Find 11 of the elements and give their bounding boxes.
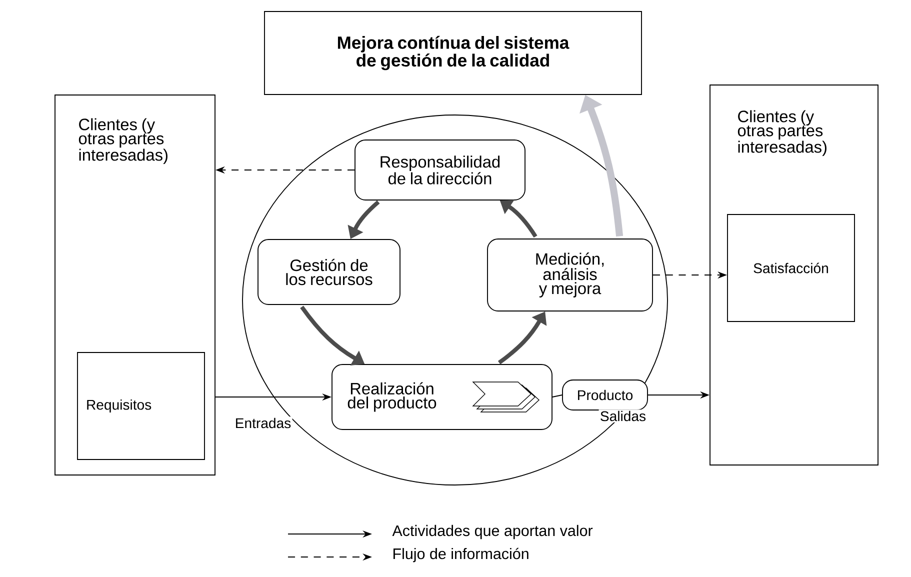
process-box: Gestión de los recursos (258, 239, 400, 305)
legend-text: Flujo de información (394, 548, 528, 562)
connector-line (552, 394, 562, 398)
legend-text: Actividades que aportan valor (392, 524, 593, 540)
edge-label: Entradas (234, 416, 292, 430)
title-box: Mejora contínua del sistema de gestión de la calidad (264, 11, 642, 95)
process-box: Responsabilidad de la dirección (354, 140, 526, 200)
requirements-box: Requisitos (77, 352, 205, 460)
process-box: Medición, análisis y mejora (487, 238, 653, 312)
edge-label: Salidas (598, 410, 648, 422)
satisfaction-box: Satisfacción (727, 214, 855, 322)
